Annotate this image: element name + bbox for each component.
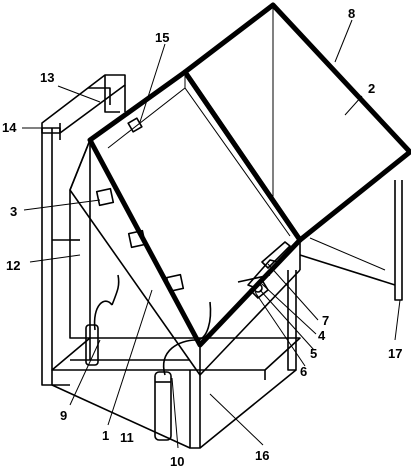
front-windows: [95, 187, 185, 293]
label-5: 5: [310, 346, 317, 361]
cabinet-body: [69, 69, 303, 376]
canister-right: [154, 371, 172, 441]
label-8: 8: [348, 6, 355, 21]
label-16: 16: [255, 448, 269, 463]
label-13: 13: [40, 70, 54, 85]
opened-lid: [182, 2, 411, 271]
label-15: 15: [155, 30, 169, 45]
label-6: 6: [300, 364, 307, 379]
inner-wall-window: [127, 117, 143, 133]
label-17: 17: [388, 346, 402, 361]
leader-lines: [22, 19, 401, 449]
label-3: 3: [10, 204, 17, 219]
label-11: 11: [120, 430, 134, 445]
label-14: 14: [2, 120, 17, 135]
canister-left: [85, 324, 99, 366]
lower-stand-frame: [51, 270, 301, 449]
label-2: 2: [368, 81, 375, 96]
top-hopper-box: [41, 74, 126, 134]
label-10: 10: [170, 454, 184, 469]
label-4: 4: [318, 328, 326, 343]
label-9: 9: [60, 408, 67, 423]
lid-support-leg: [299, 180, 403, 301]
label-7: 7: [322, 313, 329, 328]
label-12: 12: [6, 258, 20, 273]
cabinet-left-panel: [69, 139, 91, 339]
label-1: 1: [102, 428, 109, 443]
